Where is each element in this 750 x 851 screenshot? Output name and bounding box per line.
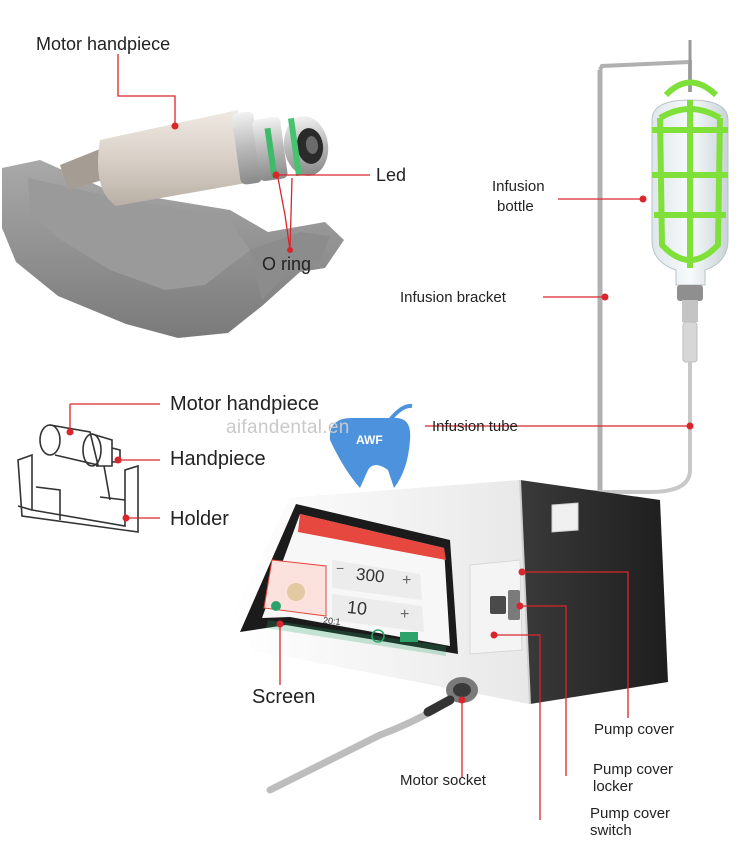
marker-dots [66,122,694,704]
watermark-logo-text: AWF [356,433,383,447]
label-handpiece: Handpiece [170,448,266,470]
label-pump-cover: Pump cover [594,721,675,738]
label-motor-handpiece-top: Motor handpiece [36,34,171,54]
label-holder: Holder [170,508,229,530]
screen-ratio-value: 20:1 [322,615,342,627]
label-infusion-tube: Infusion tube [432,418,518,435]
holder-photo [2,160,344,338]
screen-speed-value: 300 [355,564,386,587]
line-drawing-holder [17,424,139,533]
plus-icon: + [400,606,410,623]
label-pump-cover-locker-2: locker [593,778,634,795]
label-pump-cover-switch-1: Pump cover [590,805,671,822]
watermark-logo [329,403,413,488]
watermark-text: aifandental.en [226,417,350,438]
motor-handpiece-photo [60,110,329,206]
label-infusion-bracket: Infusion bracket [400,289,506,306]
plus-icon: + [402,572,412,589]
infusion-bottle [651,79,729,363]
label-motor-socket: Motor socket [400,772,486,789]
leader-lines [69,54,690,820]
label-o-ring: O ring [262,254,312,274]
label-screen: Screen [252,686,316,708]
label-infusion-bottle-2: bottle [497,198,534,215]
minus-icon: − [336,560,345,576]
label-infusion-bottle-1: Infusion [492,178,545,195]
screen-torque-value: 10 [346,597,369,619]
main-device [236,479,668,705]
label-pump-cover-switch-2: switch [590,822,632,839]
label-pump-cover-locker-1: Pump cover [593,761,674,778]
label-led: Led [376,165,407,185]
label-motor-handpiece-left: Motor handpiece [170,393,319,415]
